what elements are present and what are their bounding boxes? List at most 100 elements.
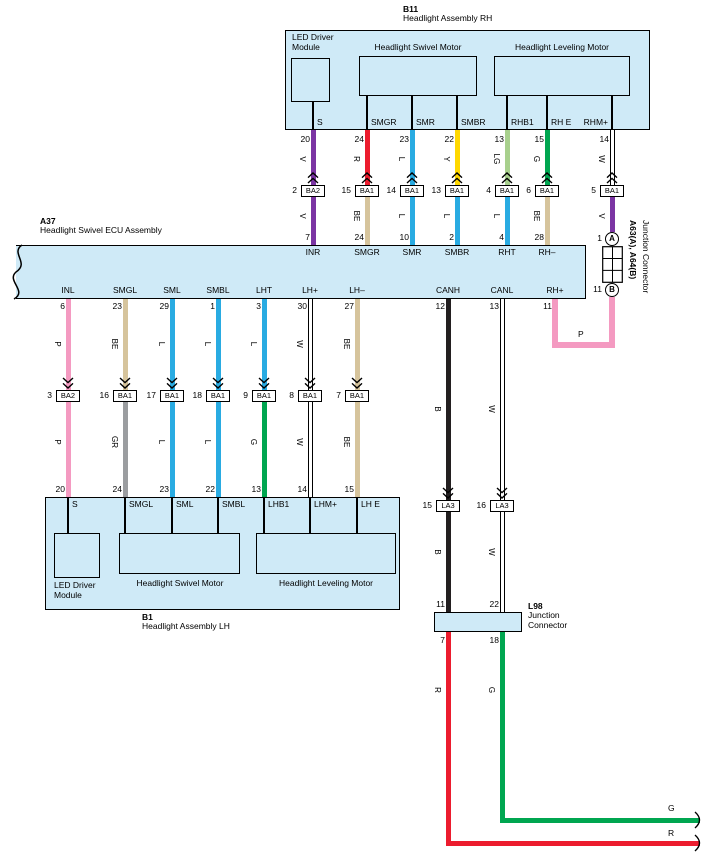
pin-number: 1 bbox=[210, 301, 215, 311]
wire-stub bbox=[171, 497, 173, 533]
b11-led-driver-box bbox=[291, 58, 330, 102]
connector-box: BA2 bbox=[301, 185, 325, 197]
pin-number: 18 bbox=[489, 635, 499, 645]
module-label: LED Driver Module bbox=[292, 32, 334, 52]
connector-pin-number: 5 bbox=[591, 185, 596, 195]
wire-stub bbox=[356, 497, 358, 533]
wire-stub bbox=[611, 96, 613, 130]
connector-arrow-icon bbox=[351, 377, 363, 389]
connector-arrow-icon bbox=[258, 377, 270, 389]
pin-number: 20 bbox=[55, 484, 65, 494]
b11-swivel-motor-box bbox=[359, 56, 477, 96]
pin-number: 15 bbox=[534, 134, 544, 144]
pin-label: LHB1 bbox=[268, 499, 290, 509]
wire-segment bbox=[446, 299, 451, 500]
connector-pin-number: 16 bbox=[476, 500, 486, 510]
junction-port-a: A bbox=[605, 232, 619, 246]
wire-color-label: R bbox=[433, 687, 442, 693]
pin-number: 4 bbox=[499, 232, 504, 242]
connector-pin-number: 14 bbox=[386, 185, 396, 195]
pin-number: 13 bbox=[489, 301, 499, 311]
wire-segment bbox=[446, 512, 451, 612]
wire-color-label: BE bbox=[342, 436, 351, 448]
pin-number: 23 bbox=[399, 134, 409, 144]
connector-box: BA1 bbox=[355, 185, 379, 197]
wire-color-label: L bbox=[157, 341, 166, 347]
wire-stub bbox=[217, 497, 219, 533]
wire-segment bbox=[500, 299, 505, 500]
pin-label: RH+ bbox=[546, 285, 564, 295]
connector-pin-number: 16 bbox=[99, 390, 109, 400]
wire-segment bbox=[262, 402, 267, 497]
wire-segment bbox=[355, 402, 360, 497]
wire-color-label: P bbox=[578, 329, 584, 339]
wire-segment bbox=[308, 402, 313, 497]
pin-number: 2 bbox=[449, 232, 454, 242]
wire-color-label: W bbox=[295, 340, 304, 348]
wire-color-label: L bbox=[442, 213, 451, 219]
pin-number: 24 bbox=[354, 232, 364, 242]
wire-color-label: BE bbox=[352, 210, 361, 222]
wire-color-label: W bbox=[487, 548, 496, 556]
wire-color-label: G bbox=[249, 438, 258, 446]
connector-arrow-icon bbox=[496, 487, 508, 499]
connector-box: BA1 bbox=[535, 185, 559, 197]
wire-color-label: GR bbox=[110, 436, 119, 448]
wire-segment bbox=[610, 130, 615, 185]
wire-color-label: P bbox=[53, 439, 62, 445]
b11-assembly-box bbox=[285, 30, 650, 130]
pin-label: SMGR bbox=[371, 117, 397, 127]
connector-pin-number: 4 bbox=[486, 185, 491, 195]
wire-segment bbox=[123, 402, 128, 497]
pin-label: SMR bbox=[402, 247, 422, 257]
wire-end-label: G bbox=[668, 803, 675, 813]
wire-segment bbox=[311, 130, 316, 185]
connector-box: BA1 bbox=[345, 390, 369, 402]
b11-title: Headlight Assembly RH bbox=[403, 13, 493, 23]
connector-box: BA1 bbox=[400, 185, 424, 197]
connector-arrow-icon bbox=[361, 172, 373, 184]
wire-color-label: LG bbox=[492, 153, 501, 165]
pin-label: SMBR bbox=[461, 117, 486, 127]
pin-label: LHT bbox=[255, 285, 273, 295]
connector-arrow-icon bbox=[212, 377, 224, 389]
junction-grid-icon bbox=[602, 246, 623, 283]
wire-segment bbox=[446, 841, 700, 846]
pin-label: RHM+ bbox=[583, 117, 608, 127]
pin-number: 13 bbox=[494, 134, 504, 144]
pin-number: 10 bbox=[399, 232, 409, 242]
connector-arrow-icon bbox=[606, 172, 618, 184]
connector-box: BA1 bbox=[600, 185, 624, 197]
wire-end-label: R bbox=[668, 828, 675, 838]
pin-label: RH– bbox=[538, 247, 556, 257]
b1-leveling-motor-box bbox=[256, 533, 396, 574]
pin-label: RH E bbox=[551, 117, 572, 127]
wire-segment bbox=[500, 512, 505, 612]
pin-label: CANL bbox=[490, 285, 514, 295]
wire-stub bbox=[67, 497, 69, 533]
module-label: LED Driver Module bbox=[54, 580, 96, 600]
pin-number: 11 bbox=[593, 284, 602, 294]
pin-label: RHB1 bbox=[511, 117, 534, 127]
wire-segment bbox=[500, 632, 505, 823]
connector-box: BA1 bbox=[495, 185, 519, 197]
wire-color-label: W bbox=[597, 155, 606, 163]
pin-number: 22 bbox=[205, 484, 215, 494]
pin-label: SMBL bbox=[206, 285, 230, 295]
wire-color-label: L bbox=[203, 439, 212, 445]
wire-color-label: Y bbox=[442, 156, 451, 162]
wire-segment bbox=[545, 197, 550, 245]
connector-arrow-icon bbox=[119, 377, 131, 389]
pin-label: LH E bbox=[361, 499, 380, 509]
wire-segment bbox=[311, 197, 316, 245]
connector-arrow-icon bbox=[307, 172, 319, 184]
b1-code: B1 bbox=[142, 612, 153, 622]
connector-pin-number: 6 bbox=[526, 185, 531, 195]
wire-segment bbox=[455, 130, 460, 185]
pin-number: 23 bbox=[159, 484, 169, 494]
wire-segment bbox=[410, 130, 415, 185]
connector-box: LA3 bbox=[436, 500, 460, 512]
wire-stub bbox=[456, 96, 458, 130]
wire-segment bbox=[446, 632, 451, 846]
b1-led-driver-box bbox=[54, 533, 100, 578]
